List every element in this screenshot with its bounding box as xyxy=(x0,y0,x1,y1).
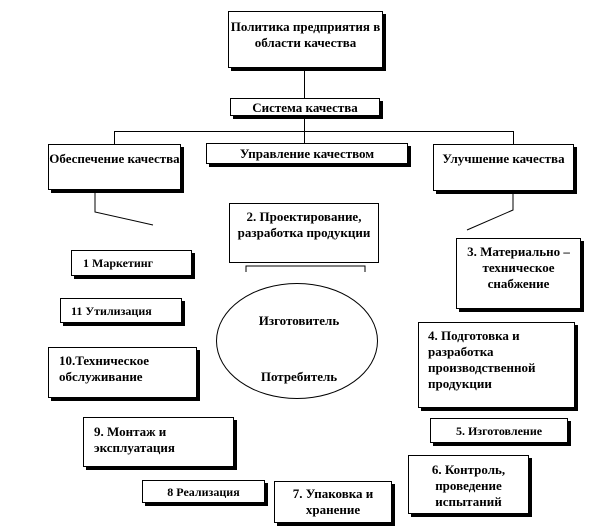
stage-4-text: 4. Подготовка и разработка производствен… xyxy=(428,328,536,391)
stage-8-text: 8 Реализация xyxy=(167,485,240,499)
assurance-connector xyxy=(94,190,154,226)
stage-7-text: 7. Упаковка и хранение xyxy=(292,486,374,517)
stage-6-control-box: 6. Контроль, проведение испытаний xyxy=(408,455,529,514)
manufacturer-label: Изготовитель xyxy=(258,313,340,328)
management-box: Управление качеством xyxy=(206,143,408,164)
system-to-management-line xyxy=(304,116,305,143)
system-text: Система качества xyxy=(252,100,358,115)
system-box: Система качества xyxy=(230,98,380,116)
design-bracket xyxy=(245,265,366,272)
branch-to-improvement-line xyxy=(513,131,514,144)
improvement-connector xyxy=(466,191,514,231)
stage-9-installation-box: 9. Монтаж и эксплуатация xyxy=(83,417,234,467)
assurance-text: Обеспечение качества xyxy=(49,151,180,166)
stage-10-text: 10.Техническое обслуживание xyxy=(59,353,150,384)
policy-box: Политика предприятия в области качества xyxy=(228,11,383,68)
stage-2-design-box: 2. Проектирование, разработка продукции xyxy=(229,203,379,263)
horizontal-branch-line xyxy=(114,131,514,132)
management-text: Управление качеством xyxy=(239,146,375,161)
stage-1-text: 1 Маркетинг xyxy=(83,256,154,270)
stage-7-packaging-box: 7. Упаковка и хранение xyxy=(274,481,392,523)
stage-9-text: 9. Монтаж и эксплуатация xyxy=(94,424,175,455)
stage-1-marketing-box: 1 Маркетинг xyxy=(71,250,192,276)
stage-11-text: 11 Утилизация xyxy=(71,304,152,318)
stage-2-text: 2. Проектирование, разработка продукции xyxy=(237,209,371,240)
improvement-box: Улучшение качества xyxy=(433,144,574,191)
stage-10-service-box: 10.Техническое обслуживание xyxy=(48,347,197,398)
consumer-label: Потребитель xyxy=(260,369,338,384)
stage-8-sales-box: 8 Реализация xyxy=(142,480,265,503)
cycle-ellipse xyxy=(216,283,378,399)
stage-5-text: 5. Изготовление xyxy=(455,424,543,438)
stage-4-preparation-box: 4. Подготовка и разработка производствен… xyxy=(418,322,575,408)
improvement-text: Улучшение качества xyxy=(442,151,565,166)
stage-3-text: 3. Материально – техническое снабжение xyxy=(467,244,570,291)
branch-to-assurance-line xyxy=(114,131,115,144)
assurance-box: Обеспечение качества xyxy=(48,144,181,190)
stage-11-disposal-box: 11 Утилизация xyxy=(60,298,182,323)
stage-3-supply-box: 3. Материально – техническое снабжение xyxy=(456,238,581,309)
stage-5-production-box: 5. Изготовление xyxy=(430,418,568,443)
stage-6-text: 6. Контроль, проведение испытаний xyxy=(431,462,506,509)
policy-text: Политика предприятия в области качества xyxy=(230,19,381,50)
policy-to-system-line xyxy=(304,68,305,98)
